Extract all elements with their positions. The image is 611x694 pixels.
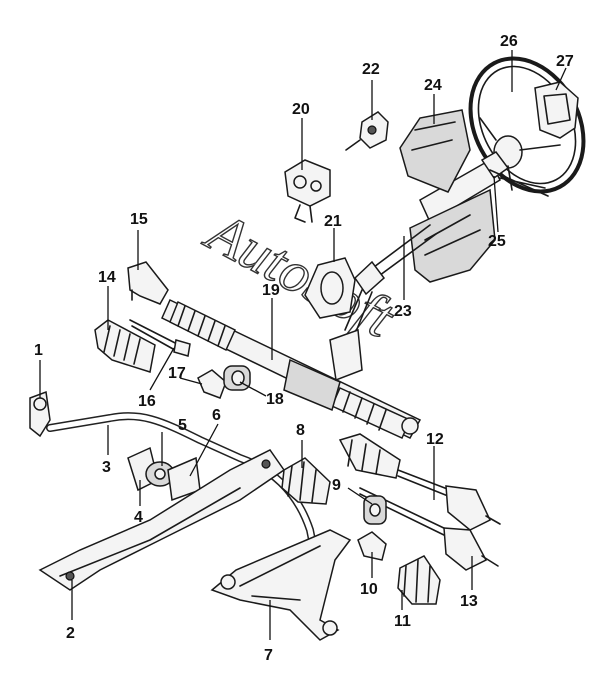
stabilizer-bar: [46, 412, 320, 564]
part-label-10: 10: [360, 581, 378, 598]
part-label-27: 27: [556, 53, 574, 70]
part-label-3: 3: [102, 459, 111, 476]
rack-bushing: [223, 365, 251, 391]
drive-shaft-upper: [338, 433, 501, 531]
part-label-18: 18: [266, 391, 284, 408]
rack-clamp: [197, 369, 227, 399]
arm-bracket: [357, 531, 387, 561]
stabilizer-bushing: [145, 461, 175, 487]
stabilizer-link: [29, 390, 51, 438]
control-arm: [210, 529, 352, 641]
tie-rod-end: [127, 261, 169, 305]
part-label-20: 20: [292, 101, 310, 118]
ignition-switch: [345, 111, 389, 151]
cv-boot: [281, 457, 331, 505]
part-label-15: 15: [130, 211, 148, 228]
part-label-9: 9: [332, 477, 341, 494]
steering-rack: [161, 298, 422, 439]
part-label-12: 12: [426, 431, 444, 448]
part-label-11: 11: [394, 613, 411, 630]
part-label-16: 16: [138, 393, 156, 410]
part-label-19: 19: [262, 282, 280, 299]
steering-lock: [284, 159, 331, 223]
cv-boot-outer: [397, 555, 441, 605]
part-label-8: 8: [296, 422, 305, 439]
part-label-2: 2: [66, 625, 75, 642]
leader-lines: [39, 50, 567, 640]
part-label-4: 4: [134, 509, 143, 526]
part-label-13: 13: [460, 593, 478, 610]
horn-pad: [534, 81, 579, 139]
inner-tie-rod: [129, 319, 191, 357]
column-cover: [399, 109, 471, 193]
part-label-17: 17: [168, 365, 186, 382]
part-label-23: 23: [394, 303, 412, 320]
part-label-5: 5: [178, 417, 187, 434]
part-labels: 1 2 3 4 5 6 7 8 9 10 11 12 13 14 15 16 1…: [34, 33, 574, 664]
part-label-22: 22: [362, 61, 380, 78]
part-label-6: 6: [212, 407, 221, 424]
part-label-24: 24: [424, 77, 442, 94]
part-label-26: 26: [500, 33, 518, 50]
steering-column: [344, 151, 549, 335]
column-seal: [304, 257, 356, 319]
part-label-14: 14: [98, 269, 116, 286]
drive-shaft-lower: [359, 487, 499, 571]
part-label-1: 1: [34, 342, 43, 359]
part-label-25: 25: [488, 233, 506, 250]
part-label-7: 7: [264, 647, 273, 664]
part-label-21: 21: [324, 213, 342, 230]
